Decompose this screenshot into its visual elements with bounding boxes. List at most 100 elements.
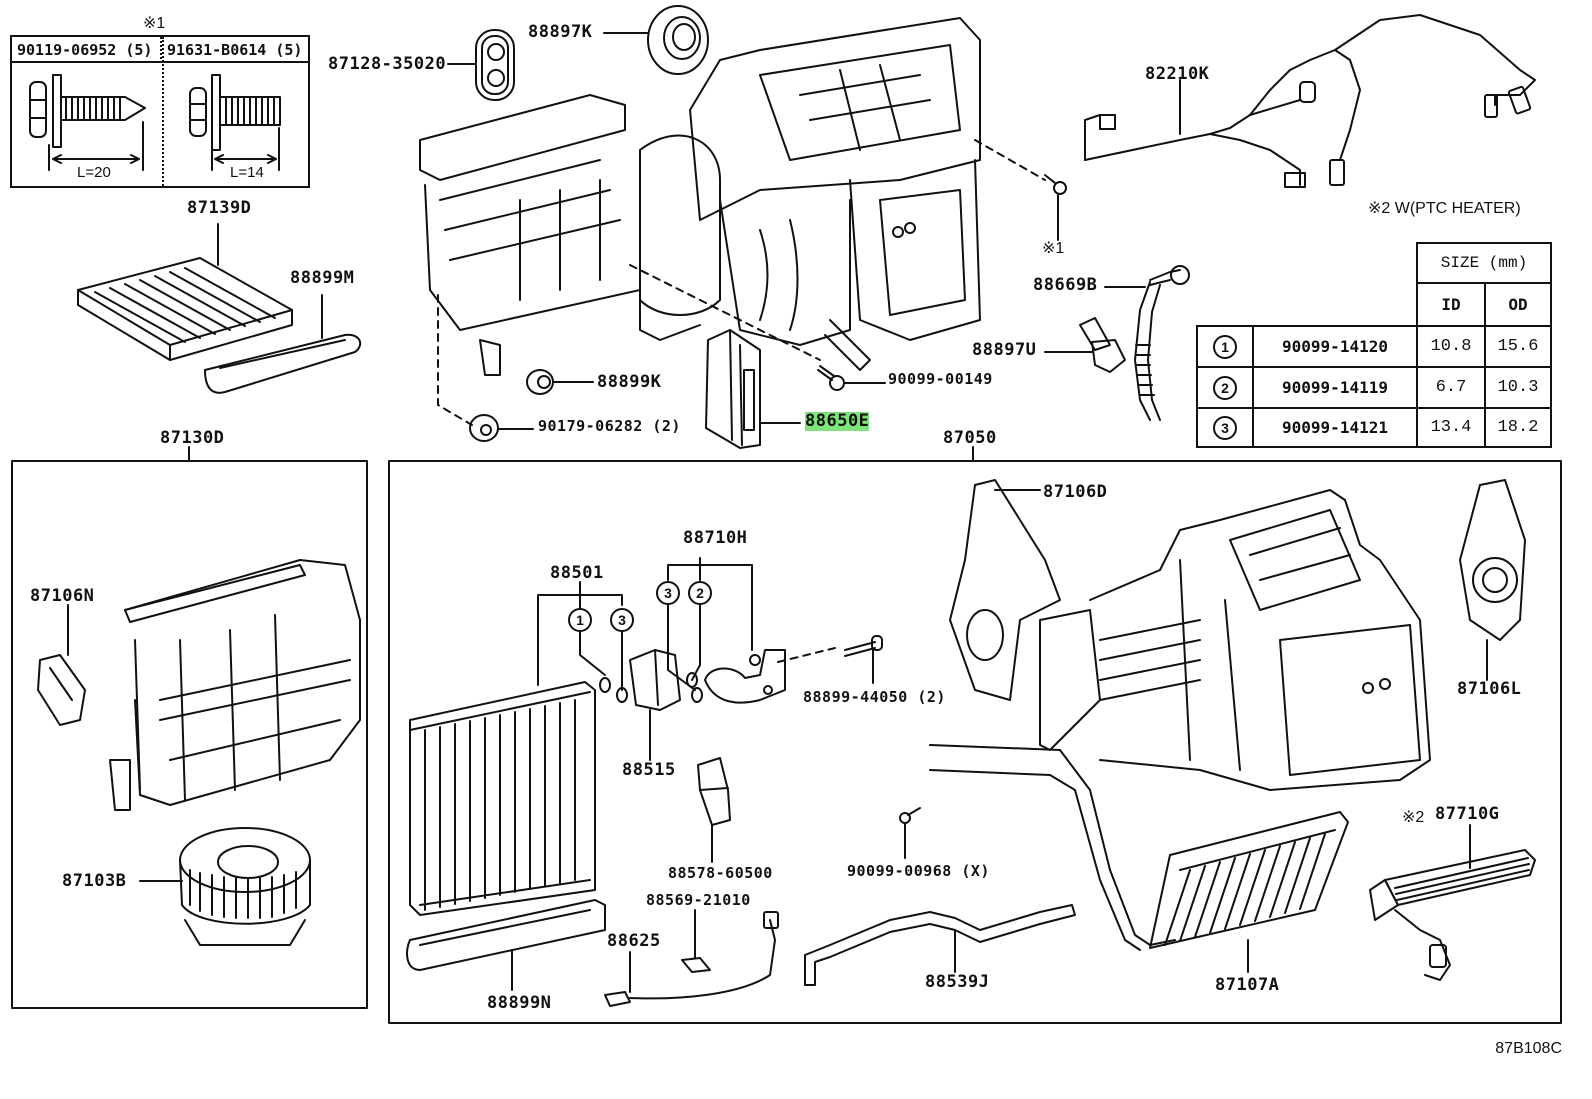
o-ring-key-88710h-b: 2 [688,581,712,605]
hvac-unit-top-icon [420,18,980,375]
callout-87106d[interactable]: 87106D [1043,482,1108,502]
o-ring-size-table: SIZE (mm) ID OD 1 90099-14120 10.8 15.6 … [1196,242,1552,448]
cabin-filter-87139d-icon [78,258,292,360]
callout-88899n[interactable]: 88899N [487,993,552,1013]
damper-motor-87106n-icon [38,655,85,725]
hose-88669b-icon [1135,266,1189,420]
note1-bolt-mark: ※1 [1042,240,1065,257]
group-box-87050 [389,461,1561,1023]
ac-amplifier-88650e-icon [706,330,760,448]
callout-88897k[interactable]: 88897K [528,22,593,42]
water-valve-88897u-icon [1080,318,1125,372]
expansion-valve-pipe-88710h-icon [705,650,785,703]
callout-90179-06282[interactable]: 90179-06282 (2) [538,417,681,435]
row-key-circle: 2 [1213,375,1237,400]
callout-87103b[interactable]: 87103B [62,871,127,891]
size-table-row-key: 2 [1196,366,1254,409]
evaporator-88501-icon [410,682,595,915]
callout-87130d[interactable]: 87130D [160,428,225,448]
o-ring-key-88710h-a: 3 [656,581,680,605]
nut-88899k-icon [527,370,553,394]
seal-ring-88897k-icon [648,6,708,74]
screw-90099-00149-icon [818,366,844,390]
washer-90179-icon [470,415,498,441]
callout-88501[interactable]: 88501 [550,563,604,583]
callout-87710g[interactable]: 87710G [1435,804,1500,824]
callout-88625[interactable]: 88625 [607,931,661,951]
drawing-id: 87B108C [1495,1040,1562,1057]
o-ring-key-label: 3 [610,608,634,632]
callout-88578-60500[interactable]: 88578-60500 [668,864,773,882]
blower-motor-87103b-icon [180,828,310,945]
size-table-header: SIZE (mm) [1416,242,1552,284]
callout-88539j[interactable]: 88539J [925,972,990,992]
callout-87128-35020[interactable]: 87128-35020 [328,54,447,74]
size-table-subheader-od: OD [1484,282,1552,327]
callout-88899-44050[interactable]: 88899-44050 (2) [803,688,946,706]
blower-case-87130d-icon [110,560,360,810]
callout-90099-00149[interactable]: 90099-00149 [888,370,993,388]
callout-88897u[interactable]: 88897U [972,340,1037,360]
fastener-length-l20: L=20 [77,164,111,181]
cover-88899m-icon [205,335,360,393]
insulator-88578-60500-icon [698,758,730,825]
o-ring-key-88501-b: 3 [610,608,634,632]
size-table-subheader-id: ID [1416,282,1486,327]
o-ring-key-label: 3 [656,581,680,605]
heater-core-87107a-icon [1150,812,1348,948]
callout-87107a[interactable]: 87107A [1215,975,1280,995]
size-table-row-key: 1 [1196,325,1254,368]
callout-88569-21010[interactable]: 88569-21010 [646,891,751,909]
damper-motor-87106l-icon [1460,480,1525,640]
callout-88899m[interactable]: 88899M [290,268,355,288]
ptc-heater-note: ※2 W(PTC HEATER) [1368,200,1521,217]
o-ring-key-label: 1 [568,608,592,632]
fastener-table: 90119-06952 (5) 91631-B0614 (5) L=20 L=1… [10,35,310,188]
damper-motor-87106d-icon [950,480,1060,700]
size-table-row-id: 13.4 [1416,407,1486,448]
note2-mark: ※2 [1402,809,1425,826]
size-table-row-key: 3 [1196,407,1254,448]
grommet-87128-icon [476,30,514,100]
heater-pipe-upper-icon [930,745,1175,945]
screw-90099-00968-icon [900,808,920,823]
clip-88569-21010-icon [682,958,710,972]
callout-87106n[interactable]: 87106N [30,586,95,606]
callout-90099-00968[interactable]: 90099-00968 (X) [847,862,990,880]
callout-87106l[interactable]: 87106L [1457,679,1522,699]
ptc-heater-87710g-icon [1370,850,1535,980]
callout-88669b[interactable]: 88669B [1033,275,1098,295]
callout-88899k[interactable]: 88899K [597,372,662,392]
o-ring-key-label: 2 [688,581,712,605]
callout-88515[interactable]: 88515 [622,760,676,780]
note1-mark: ※1 [143,15,166,32]
size-table-row-part[interactable]: 90099-14120 [1252,325,1418,368]
row-key-circle: 3 [1213,415,1237,440]
fastener-part-90119-06952[interactable]: 90119-06952 (5) [12,37,162,63]
size-table-row-id: 6.7 [1416,366,1486,409]
bolt-88899-44050-icon [845,636,882,656]
group-box-87130d [12,461,367,1008]
size-table-row-od: 10.3 [1484,366,1552,409]
size-table-row-part[interactable]: 90099-14119 [1252,366,1418,409]
heater-unit-87050-icon [1040,490,1430,790]
bolt-note1-icon [1045,175,1066,194]
callout-87050[interactable]: 87050 [943,428,997,448]
callout-88650e-highlighted[interactable]: 88650E [805,411,870,431]
fastener-table-divider [162,37,164,186]
size-table-row-od: 18.2 [1484,407,1552,448]
row-key-circle: 1 [1213,334,1237,359]
size-table-row-id: 10.8 [1416,325,1486,368]
callout-82210k[interactable]: 82210K [1145,64,1210,84]
size-table-row-od: 15.6 [1484,325,1552,368]
expansion-valve-88515-icon [630,650,680,710]
callout-88710h[interactable]: 88710H [683,528,748,548]
size-table-row-part[interactable]: 90099-14121 [1252,407,1418,448]
cover-88899n-icon [407,900,605,970]
fastener-part-91631-b0614[interactable]: 91631-B0614 (5) [162,37,308,63]
wire-harness-82210k-icon [1085,15,1535,187]
o-ring-key-88501-a: 1 [568,608,592,632]
fastener-length-l14: L=14 [230,164,264,181]
thermistor-88625-icon [605,912,778,1006]
callout-87139d[interactable]: 87139D [187,198,252,218]
